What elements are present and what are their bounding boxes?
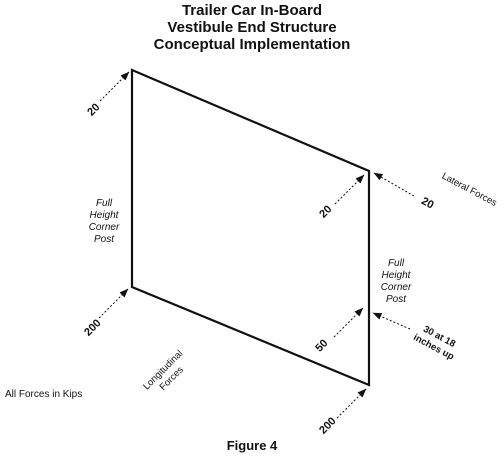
bottom-left-force-label: 200 <box>82 317 103 338</box>
right-corner-post-label: Full Height Corner Post <box>381 258 412 305</box>
lateral-force-value-label: 20 <box>419 195 435 211</box>
lateral-forces-label: Lateral Forces <box>440 171 499 209</box>
right-post-line-1: Full <box>388 258 405 269</box>
figure-caption: Figure 4 <box>226 438 278 453</box>
bottom-right-50-force-label: 50 <box>313 337 330 354</box>
side-load-label: 30 at 18 inches up <box>411 324 457 363</box>
longitudinal-forces-label: Longitudinal Forces <box>141 348 186 393</box>
left-post-line-2: Height <box>90 210 120 221</box>
right-post-line-3: Corner <box>381 282 412 293</box>
diagram-title: Trailer Car In-Board Vestibule End Struc… <box>0 2 504 53</box>
top-right-force-arrow <box>334 174 365 205</box>
units-note: All Forces in Kips <box>5 389 83 400</box>
top-left-force-arrow <box>99 71 130 102</box>
top-right-force-label: 20 <box>317 203 334 220</box>
left-post-line-1: Full <box>96 198 113 209</box>
right-post-line-4: Post <box>386 294 407 305</box>
right-post-line-2: Height <box>382 270 412 281</box>
left-post-line-4: Post <box>94 234 115 245</box>
bottom-left-force-arrow <box>98 288 129 319</box>
top-left-force-label: 20 <box>85 101 102 118</box>
left-post-line-3: Corner <box>89 222 120 233</box>
lateral-force-arrow <box>373 172 415 197</box>
side-load-force-arrow <box>372 312 411 330</box>
bottom-right-200-force-arrow <box>336 388 367 419</box>
bottom-right-50-force-arrow <box>333 307 364 338</box>
end-structure-frame <box>130 68 371 387</box>
bottom-right-200-force-label: 200 <box>317 415 338 436</box>
title-line-2: Vestibule End Structure <box>167 19 337 36</box>
left-corner-post-label: Full Height Corner Post <box>89 198 120 245</box>
title-line-1: Trailer Car In-Board <box>181 2 323 19</box>
title-line-3: Conceptual Implementation <box>153 36 351 53</box>
